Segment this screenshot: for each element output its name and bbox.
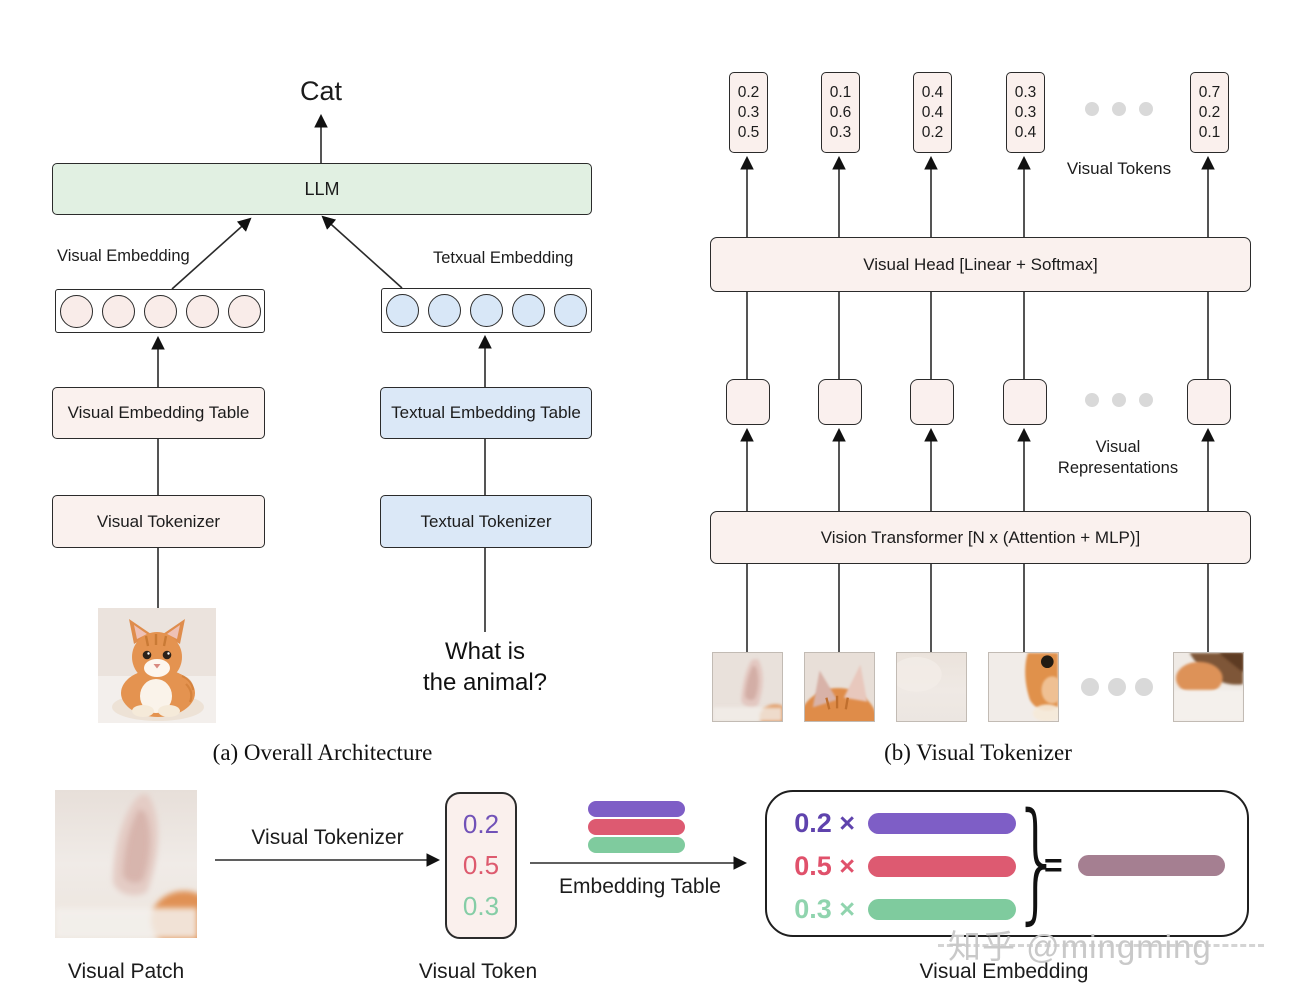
visual-representation-cell: [1187, 379, 1231, 425]
visual-token-vector: 0.1 0.6 0.3: [821, 72, 860, 153]
green-embedding-bar: [868, 899, 1016, 920]
visual-embedding-vector: [55, 289, 265, 333]
question-line1: What is: [444, 638, 525, 665]
weighted-term: 0.5 ×: [781, 851, 1016, 882]
output-word: Cat: [299, 76, 343, 106]
weighted-term: 0.2 ×: [781, 808, 1016, 839]
visual-patch-label: Visual Patch: [67, 960, 185, 983]
token-value-red: 0.5: [462, 850, 500, 880]
question-line2: the animal?: [422, 669, 548, 696]
visual-token-vector: 0.7 0.2 0.1: [1190, 72, 1229, 153]
visual-token-label: Visual Token: [418, 960, 538, 983]
visual-patch-image: [55, 790, 197, 938]
token-value: 0.2: [737, 83, 760, 101]
embedding-circle: [185, 294, 219, 328]
token-value: 0.4: [921, 103, 944, 121]
embedding-circle: [143, 294, 177, 328]
embedding-circle: [101, 294, 135, 328]
token-value: 0.1: [829, 83, 852, 101]
image-patch-paw: [1173, 652, 1244, 722]
watermark: 知乎 @mingming: [948, 928, 1212, 965]
visual-token-vector: 0.3 0.3 0.4: [1006, 72, 1045, 153]
visual-tokens-label: Visual Tokens: [1066, 159, 1172, 178]
token-value: 0.3: [1014, 83, 1037, 101]
token-value: 0.3: [829, 123, 852, 141]
token-value: 0.2: [1198, 103, 1221, 121]
visual-tokenizer-arrow-label: Visual Tokenizer: [251, 826, 404, 849]
ellipsis-dots-icon: [1081, 102, 1153, 696]
visual-representations-label: Visual Representations: [1037, 437, 1199, 479]
token-value: 0.4: [1014, 123, 1037, 141]
image-patch-ear: [712, 652, 783, 722]
textual-tokenizer-box: Textual Tokenizer: [380, 495, 592, 548]
coefficient-purple: 0.2 ×: [794, 808, 855, 838]
token-value: 0.3: [737, 103, 760, 121]
token-value: 0.7: [1198, 83, 1221, 101]
embedding-circle: [386, 294, 419, 327]
embedding-circle: [59, 294, 93, 328]
coefficient-red: 0.5 ×: [794, 851, 855, 881]
embedding-circle: [428, 294, 461, 327]
visual-embedding-table-box: Visual Embedding Table: [52, 387, 265, 439]
visual-embedding-result-label: Visual Embedding: [919, 960, 1089, 983]
visual-token-vector: 0.2 0.3 0.5: [729, 72, 768, 153]
curly-brace: }: [1012, 785, 1063, 938]
embedding-circle: [470, 294, 503, 327]
watermark-dash: [938, 944, 1264, 947]
purple-embedding-bar: [588, 801, 685, 817]
token-value: 0.6: [829, 103, 852, 121]
visual-representation-cell: [818, 379, 862, 425]
token-value: 0.4: [921, 83, 944, 101]
image-patch-face: [988, 652, 1059, 722]
textual-embedding-label: Tetxual Embedding: [433, 249, 574, 267]
result-embedding-bar: [1078, 855, 1225, 876]
embedding-circle: [554, 294, 587, 327]
token-value-purple: 0.2: [462, 809, 500, 839]
visual-tokenizer-box: Visual Tokenizer: [52, 495, 265, 548]
token-value: 0.3: [1014, 103, 1037, 121]
visual-token-vector: 0.4 0.4 0.2: [913, 72, 952, 153]
token-value: 0.5: [737, 123, 760, 141]
visual-representations-line1: Visual: [1095, 438, 1141, 456]
image-patch-head: [804, 652, 875, 722]
coefficient-green: 0.3 ×: [794, 894, 855, 924]
caption-b: (b) Visual Tokenizer: [884, 740, 1072, 765]
textual-embedding-vector: [381, 288, 592, 333]
equals-sign: =: [1044, 847, 1063, 883]
visual-embedding-label: Visual Embedding: [57, 247, 190, 265]
purple-embedding-bar: [868, 813, 1016, 834]
image-patch-background: [896, 652, 967, 722]
visual-head-box: Visual Head [Linear + Softmax]: [710, 237, 1251, 292]
embedding-circle: [512, 294, 545, 327]
token-value: 0.2: [921, 123, 944, 141]
embedding-table-arrow-label: Embedding Table: [559, 875, 721, 898]
embedding-table-icon: [588, 801, 685, 853]
token-value-green: 0.3: [462, 891, 500, 921]
vision-transformer-box: Vision Transformer [N x (Attention + MLP…: [710, 511, 1251, 564]
red-embedding-bar: [588, 819, 685, 835]
visual-representation-cell: [726, 379, 770, 425]
llm-box: LLM: [52, 163, 592, 215]
visual-representations-line2: Representations: [1057, 459, 1179, 477]
green-embedding-bar: [588, 837, 685, 853]
cat-illustration: [98, 608, 216, 723]
embedding-circle: [227, 294, 261, 328]
visual-token-box: 0.2 0.5 0.3: [445, 792, 517, 939]
red-embedding-bar: [868, 856, 1016, 877]
weighted-term: 0.3 ×: [781, 894, 1016, 925]
cat-input-image: [98, 608, 216, 723]
visual-representation-cell: [910, 379, 954, 425]
visual-representation-cell: [1003, 379, 1047, 425]
textual-embedding-table-box: Textual Embedding Table: [380, 387, 592, 439]
text-input: What is the animal?: [395, 636, 575, 698]
caption-a: (a) Overall Architecture: [212, 740, 433, 765]
token-value: 0.1: [1198, 123, 1221, 141]
